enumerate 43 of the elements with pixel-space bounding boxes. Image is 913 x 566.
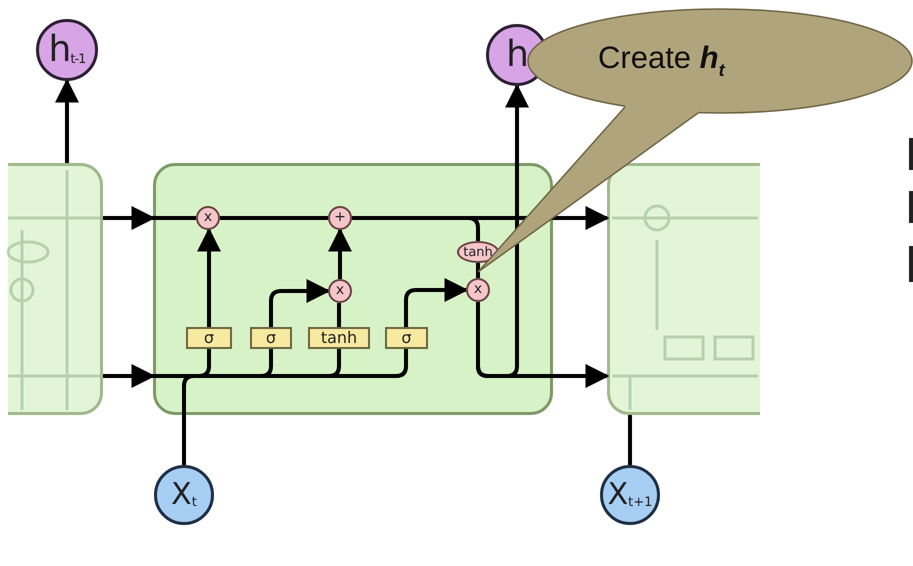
node-label: tanh xyxy=(320,330,358,346)
node-label: σ xyxy=(401,330,412,346)
arrow xyxy=(476,84,529,378)
node-label: x xyxy=(336,283,344,297)
node-label: h xyxy=(506,37,528,73)
connector-line xyxy=(220,216,328,220)
gate-box xyxy=(385,327,428,349)
node-label: + xyxy=(334,210,346,224)
connector-line xyxy=(182,415,186,465)
node-label: tanh xyxy=(463,246,493,258)
node-label: X$_{t}$ xyxy=(171,480,197,510)
operation-circle xyxy=(466,278,490,302)
gate-box xyxy=(186,327,232,349)
operation-circle xyxy=(328,279,352,303)
connector-line xyxy=(352,216,480,241)
connector-line xyxy=(153,216,196,220)
connector-line xyxy=(476,263,480,278)
arrow xyxy=(55,78,79,163)
callout-text: Create h$_{t}$ xyxy=(598,42,725,79)
faded-lstm-cell xyxy=(607,163,760,415)
lstm-cell xyxy=(153,163,553,415)
gate-box xyxy=(250,327,292,349)
arrow xyxy=(103,206,156,230)
connector-line xyxy=(337,303,341,327)
arrow xyxy=(404,278,468,327)
node-label: X$_{t+1}$ xyxy=(608,480,652,510)
node-label: x xyxy=(204,210,212,224)
arrow xyxy=(197,228,221,327)
gate-box xyxy=(308,327,370,349)
operation-circle xyxy=(328,206,352,230)
connector-line xyxy=(628,415,632,465)
speech-bubble xyxy=(527,8,913,114)
node-label: h$_{t-1}$ xyxy=(48,32,86,68)
node-label: x xyxy=(474,282,482,296)
node-label: σ xyxy=(266,330,276,346)
node-label: σ xyxy=(204,330,214,346)
operation-circle xyxy=(196,206,220,230)
arrow xyxy=(269,279,330,327)
arrow xyxy=(103,364,156,388)
arrow xyxy=(328,228,352,279)
faded-lstm-cell xyxy=(8,163,103,415)
operation-ellipse xyxy=(457,241,499,263)
arrow xyxy=(553,206,610,230)
